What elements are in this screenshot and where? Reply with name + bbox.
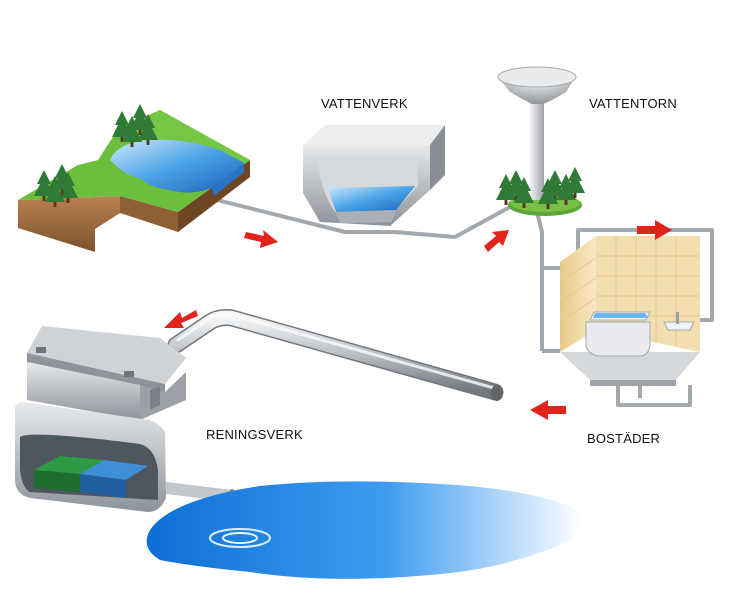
water-tower-icon — [496, 66, 585, 216]
flow-arrow-icon — [244, 230, 278, 248]
pipe-source-to-works — [204, 195, 395, 234]
flow-arrow-icon — [164, 310, 198, 328]
bathroom-icon — [559, 236, 700, 386]
recipient-lake-icon — [146, 481, 583, 579]
label-water-tower: VATTENTORN — [589, 96, 677, 111]
treatment-plant-icon — [14, 326, 244, 536]
label-homes: BOSTÄDER — [587, 431, 661, 446]
flow-arrow-icon — [637, 220, 672, 240]
flow-arrow-icon — [484, 230, 509, 252]
water-works-icon — [303, 125, 445, 226]
label-water-works: VATTENVERK — [321, 96, 408, 111]
source-lake-icon — [18, 104, 250, 252]
pipe-works-to-tower — [394, 194, 531, 239]
flow-arrow-icon — [530, 400, 566, 420]
label-treatment-plant: RENINGSVERK — [206, 427, 303, 442]
flow-arrows — [164, 220, 672, 420]
pipe-tower-to-homes — [532, 199, 544, 351]
sewer-pipe — [167, 309, 504, 401]
